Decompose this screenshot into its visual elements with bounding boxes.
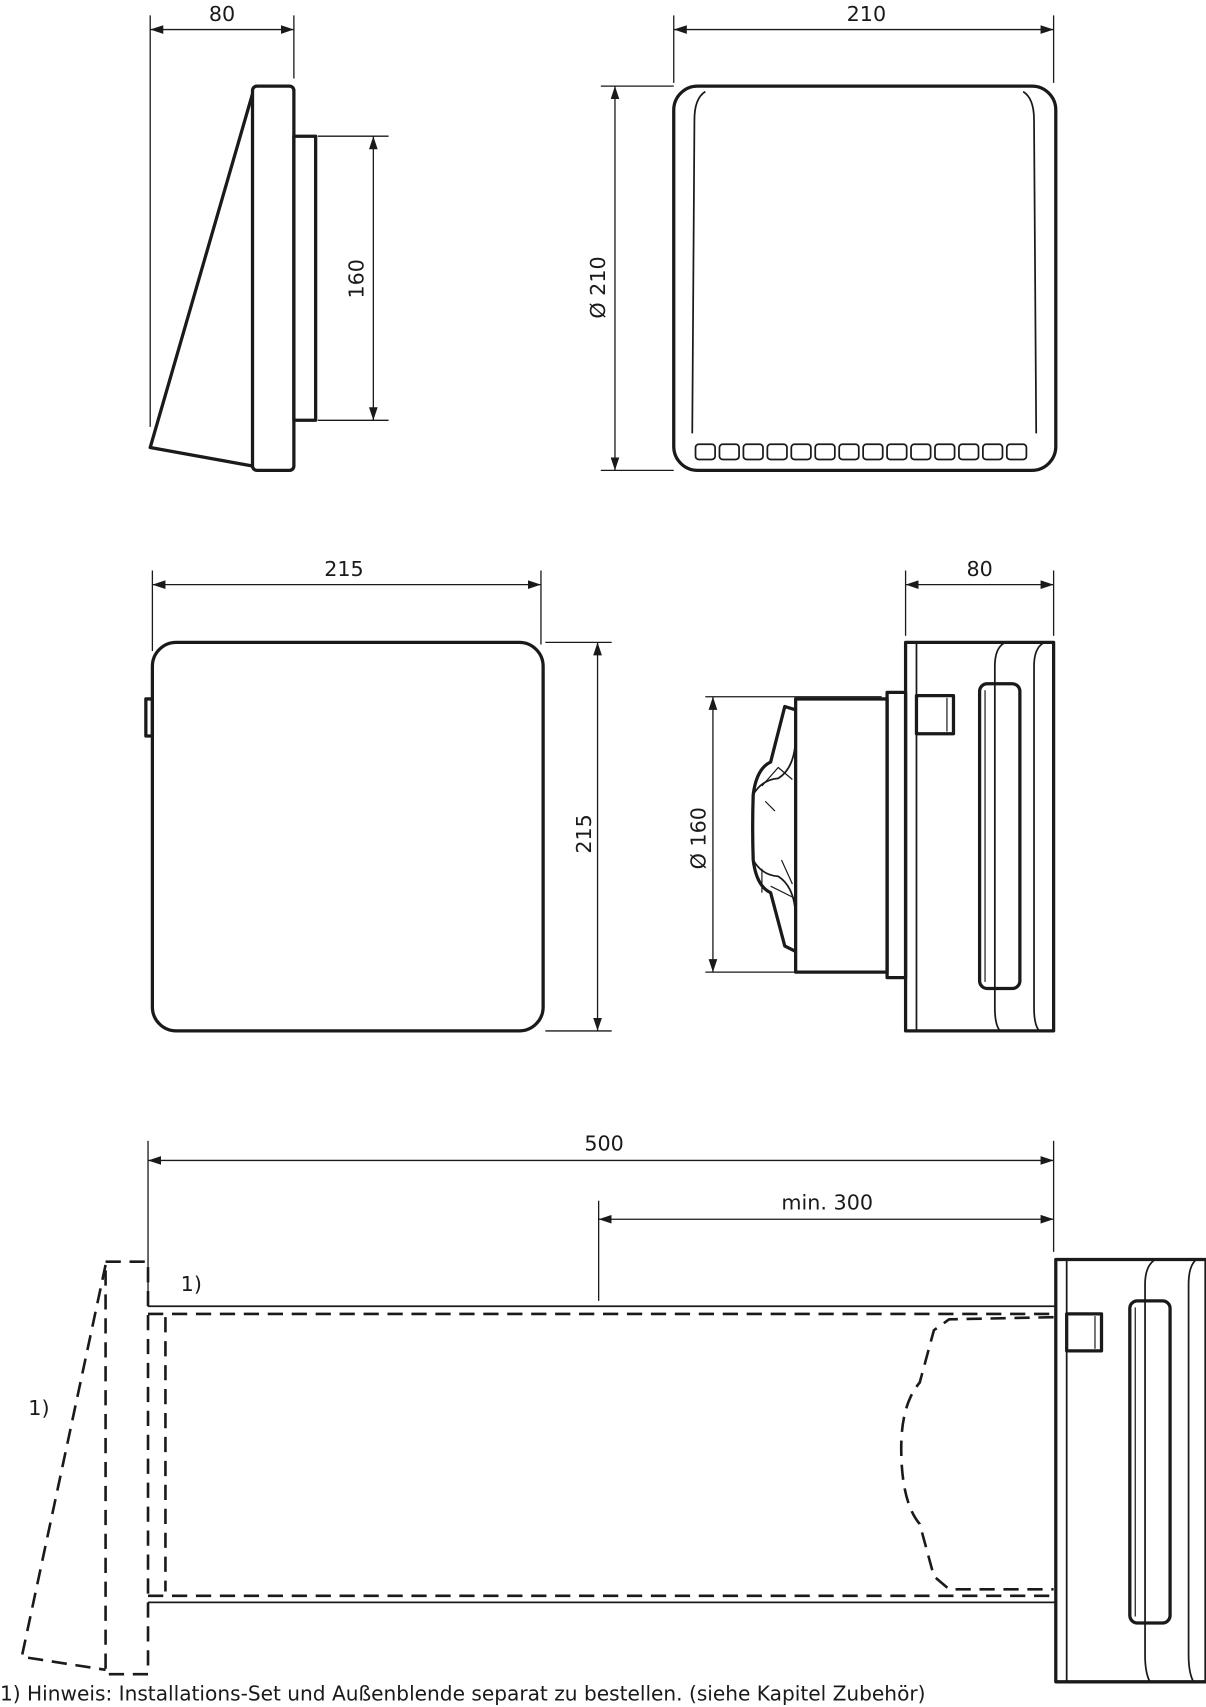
dim-width-210: 210 bbox=[847, 2, 886, 26]
dim-width-80: 80 bbox=[209, 2, 235, 26]
dim-total-500: 500 bbox=[584, 1132, 623, 1156]
note-ref-side: 1) bbox=[28, 1396, 49, 1420]
dim-diameter-210: Ø 210 bbox=[586, 256, 610, 318]
dim-collar-160: 160 bbox=[345, 259, 369, 298]
dim-depth-80: 80 bbox=[966, 557, 992, 581]
front-view-hood: 210 Ø 210 bbox=[586, 2, 1058, 472]
side-view-unit: 80 Ø 160 bbox=[686, 557, 1056, 1033]
dim-width-215: 215 bbox=[324, 557, 363, 581]
dim-height-215: 215 bbox=[572, 814, 596, 853]
note-ref-top: 1) bbox=[181, 1272, 202, 1296]
installation-view: 500 min. 300 1) 1) bbox=[20, 1132, 1206, 1684]
dim-diameter-160: Ø 160 bbox=[686, 807, 710, 869]
dim-min-300: min. 300 bbox=[781, 1190, 873, 1214]
side-view-hood: 80 160 bbox=[148, 2, 389, 472]
front-view-cover: 215 215 bbox=[144, 557, 612, 1033]
footnote: 1) Hinweis: Installations-Set und Außenb… bbox=[0, 1681, 926, 1705]
